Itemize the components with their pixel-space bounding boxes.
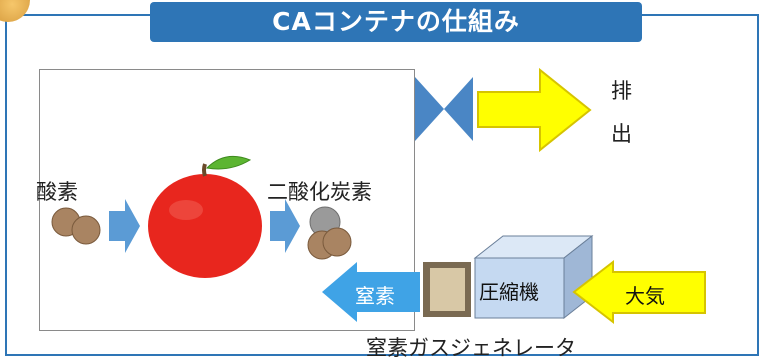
co2-label: 二酸化炭素	[267, 180, 372, 204]
title-banner: CAコンテナの仕組み	[150, 2, 642, 42]
filter-box	[423, 262, 471, 317]
output-arrow	[270, 199, 300, 253]
compressor-label: 圧縮機	[479, 280, 539, 304]
exhaust-arrow	[477, 67, 592, 153]
corner-decoration	[0, 0, 30, 22]
valve-icon-right	[444, 77, 473, 141]
oxygen-label: 酸素	[36, 180, 78, 204]
exhaust-label-2: 出	[611, 122, 632, 146]
apple-icon	[148, 155, 262, 278]
atmosphere-arrow	[572, 259, 706, 325]
compressor-box	[473, 234, 594, 320]
co2-molecule-icon	[307, 206, 352, 260]
page-title: CAコンテナの仕組み	[272, 7, 520, 36]
input-arrow	[109, 199, 140, 253]
valve-icon	[415, 77, 444, 141]
nitrogen-label: 窒素	[355, 284, 395, 308]
oxygen-molecule-icon	[51, 207, 101, 245]
nitrogen-arrow	[322, 262, 420, 322]
exhaust-label-1: 排	[611, 79, 632, 103]
generator-label: 窒素ガスジェネレータ	[366, 336, 576, 360]
atmosphere-label: 大気	[625, 284, 665, 308]
